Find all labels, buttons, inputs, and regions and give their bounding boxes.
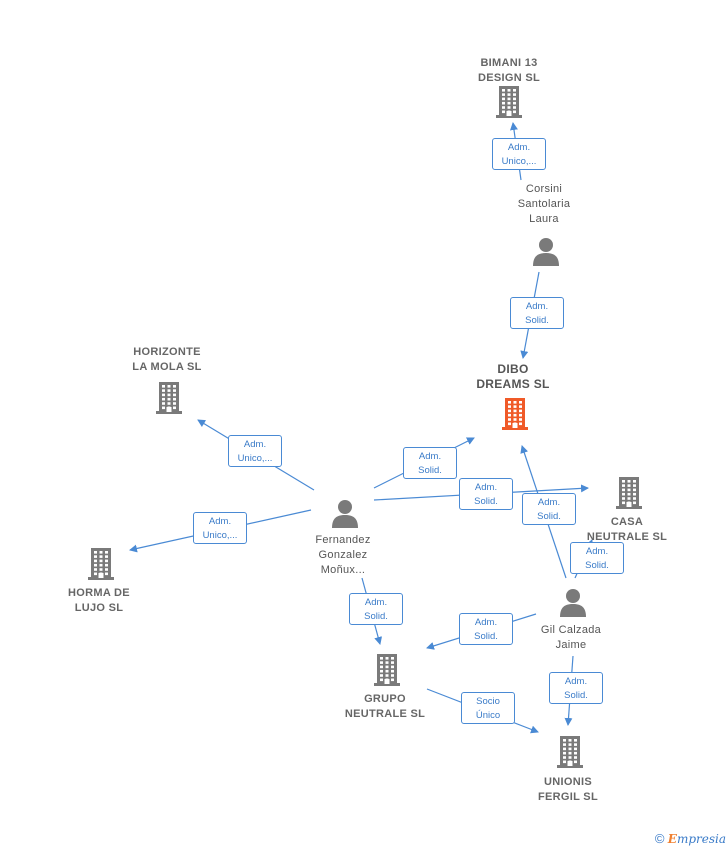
edge-label-grupo-unionis[interactable]: Socio Único — [461, 692, 515, 724]
building-icon-horma[interactable] — [86, 547, 116, 586]
copyright-symbol: © — [654, 831, 665, 846]
building-icon-horizonte[interactable] — [154, 381, 184, 420]
edge-label-fernandez-dibo[interactable]: Adm. Solid. — [403, 447, 457, 479]
edge-label-fernandez-casa[interactable]: Adm. Solid. — [459, 478, 513, 510]
node-label-horma[interactable]: HORMA DE LUJO SL — [68, 587, 130, 614]
brand-name: mpresia — [676, 832, 726, 846]
building-icon-casa[interactable] — [614, 476, 644, 515]
node-label-grupo[interactable]: GRUPO NEUTRALE SL — [344, 693, 426, 720]
brand-initial: E — [667, 832, 677, 846]
node-label-corsini[interactable]: Corsini Santolaria Laura — [517, 183, 571, 225]
node-label-fernandez[interactable]: Fernandez Gonzalez Moñux... — [315, 534, 371, 576]
edge-label-corsini-bimani[interactable]: Adm. Unico,... — [492, 138, 546, 170]
node-label-horizonte[interactable]: HORIZONTE LA MOLA SL — [132, 346, 202, 373]
node-label-gil[interactable]: Gil Calzada Jaime — [540, 624, 602, 651]
edge-label-corsini-dibo[interactable]: Adm. Solid. — [510, 297, 564, 329]
node-label-dibo[interactable]: DIBO DREAMS SL — [476, 362, 550, 391]
building-icon-unionis[interactable] — [555, 735, 585, 774]
edge-label-fernandez-grupo[interactable]: Adm. Solid. — [349, 593, 403, 625]
person-icon-corsini[interactable] — [531, 237, 561, 272]
edge-label-gil-grupo[interactable]: Adm. Solid. — [459, 613, 513, 645]
edge-label-gil-casa[interactable]: Adm. Solid. — [570, 542, 624, 574]
building-icon-bimani[interactable] — [494, 85, 524, 124]
node-label-casa[interactable]: CASA NEUTRALE SL — [586, 516, 668, 543]
edge-label-fernandez-horizonte[interactable]: Adm. Unico,... — [228, 435, 282, 467]
person-icon-gil[interactable] — [558, 588, 588, 623]
edge-label-gil-unionis[interactable]: Adm. Solid. — [549, 672, 603, 704]
node-label-bimani[interactable]: BIMANI 13 DESIGN SL — [478, 57, 540, 84]
edge-label-fernandez-horma[interactable]: Adm. Unico,... — [193, 512, 247, 544]
edge-label-gil-dibo[interactable]: Adm. Solid. — [522, 493, 576, 525]
node-label-unionis[interactable]: UNIONIS FERGIL SL — [538, 776, 598, 803]
building-icon-grupo[interactable] — [372, 653, 402, 692]
building-icon-dibo[interactable] — [500, 397, 530, 436]
person-icon-fernandez[interactable] — [330, 499, 360, 534]
brand-footer: © Empresia — [655, 831, 726, 846]
